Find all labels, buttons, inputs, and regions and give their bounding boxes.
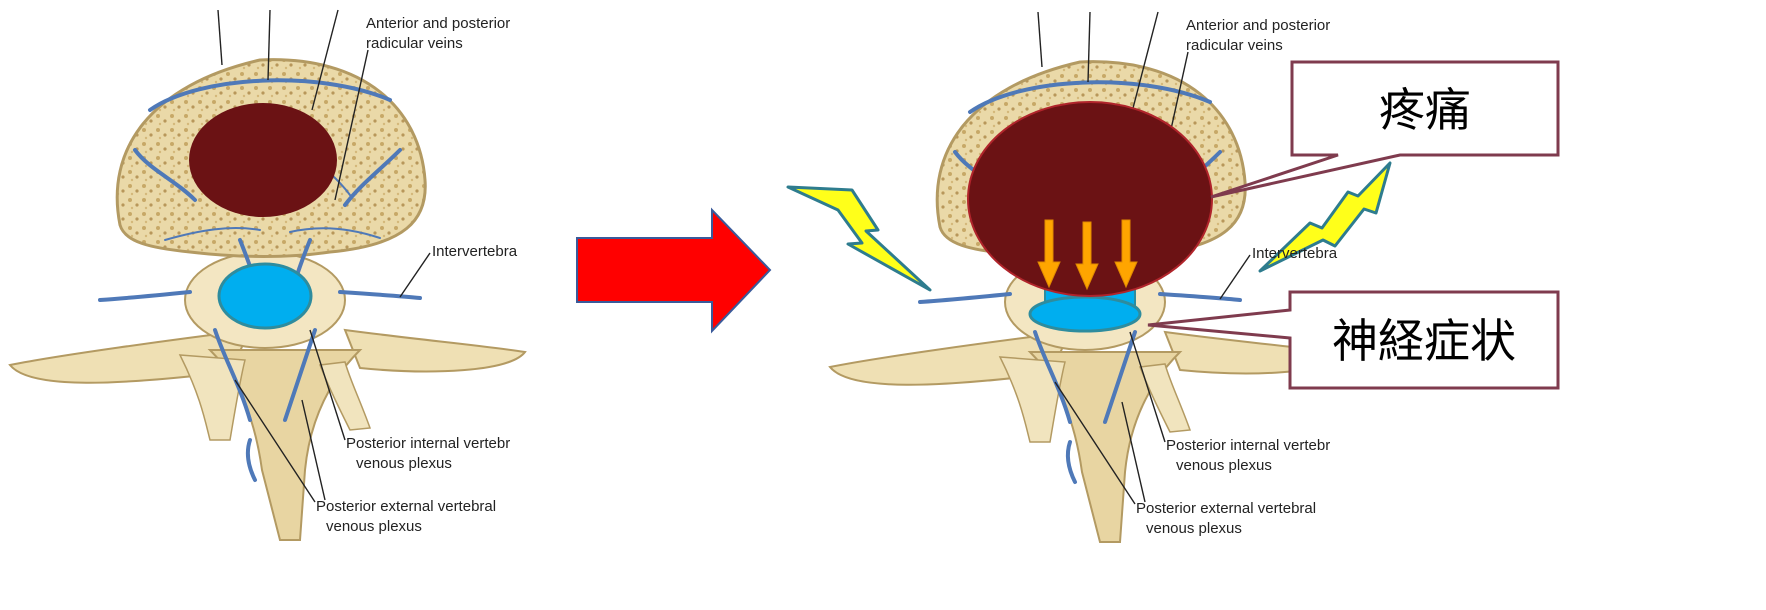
left-label-radicular-2: radicular veins <box>366 35 463 52</box>
pressure-arrows <box>1038 220 1137 289</box>
right-label-radicular-2: radicular veins <box>1186 37 1283 54</box>
neuro-callout-text: 神経症状 <box>1332 314 1516 368</box>
left-label-internal-1: Posterior internal vertebr <box>346 435 510 452</box>
pain-callout-text: 疼痛 <box>1379 83 1471 137</box>
left-label-internal-2: venous plexus <box>356 455 452 472</box>
left-lightning-icon <box>788 187 930 290</box>
left-label-external-1: Posterior external vertebral <box>316 498 496 515</box>
right-label-internal-1: Posterior internal vertebr <box>1166 437 1330 454</box>
left-mass <box>189 103 337 217</box>
right-label-internal-2: venous plexus <box>1176 457 1272 474</box>
left-nerve <box>219 264 311 328</box>
left-label-radicular-1: Anterior and posterior <box>366 15 510 32</box>
right-label-intervertebral: Intervertebra <box>1252 245 1338 262</box>
right-label-external-2: venous plexus <box>1146 520 1242 537</box>
right-nerve <box>1030 297 1140 331</box>
left-label-external-2: venous plexus <box>326 518 422 535</box>
right-label-radicular-1: Anterior and posterior <box>1186 17 1330 34</box>
progression-arrow <box>577 210 770 331</box>
left-label-intervertebral: Intervertebra <box>432 243 518 260</box>
right-label-external-1: Posterior external vertebral <box>1136 500 1316 517</box>
